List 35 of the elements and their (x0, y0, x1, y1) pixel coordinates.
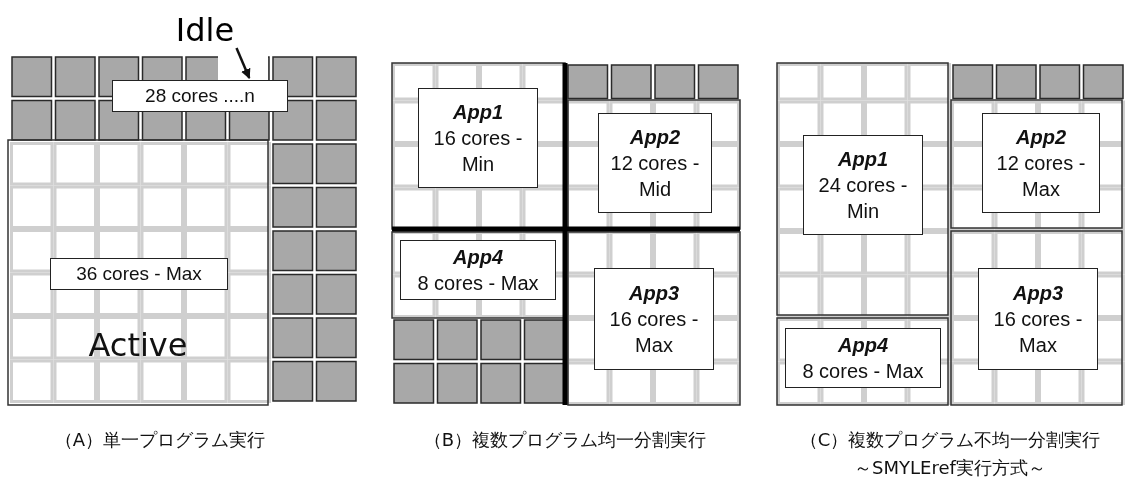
app-name: App4 (838, 332, 888, 358)
core-count-text: 16 cores - Max (608, 306, 700, 358)
app-name: App2 (630, 124, 680, 150)
core-count-box (785, 328, 941, 388)
app-name: App4 (453, 244, 503, 270)
caption: （B）複数プログラム均一分割実行 (423, 428, 707, 452)
core-count-box (598, 113, 712, 213)
core-count-text: 28 cores ....n (145, 83, 255, 108)
caption: ～SMYLEref実行方式～ (854, 456, 1046, 480)
caption: （A）単一プログラム実行 (54, 428, 266, 452)
core-count-box (400, 240, 556, 300)
state-label: Idle (175, 11, 235, 49)
core-count-box (803, 135, 923, 235)
core-count-text: 24 cores - Min (817, 172, 909, 224)
state-label: Active (88, 326, 188, 364)
core-count-box (50, 258, 228, 290)
core-count-box (978, 268, 1098, 370)
core-count-box (594, 268, 714, 370)
core-count-box (112, 80, 288, 112)
core-count-text: 12 cores - Max (995, 150, 1087, 202)
app-name: App3 (629, 280, 679, 306)
core-count-box (982, 113, 1100, 213)
core-count-text: 8 cores - Max (417, 270, 539, 296)
core-count-text: 16 cores - Max (992, 306, 1084, 358)
caption: （C）複数プログラム不均一分割実行 (799, 428, 1101, 452)
app-name: App1 (838, 146, 888, 172)
app-name: App2 (1016, 124, 1066, 150)
core-count-text: 8 cores - Max (802, 358, 924, 384)
arrow (235, 47, 251, 79)
core-count-text: 12 cores - Mid (609, 150, 701, 202)
core-count-text: 16 cores - Min (432, 125, 524, 177)
core-count-box (418, 88, 538, 188)
app-name: App3 (1013, 280, 1063, 306)
core-count-text: 36 cores - Max (76, 261, 202, 286)
app-name: App1 (453, 99, 503, 125)
